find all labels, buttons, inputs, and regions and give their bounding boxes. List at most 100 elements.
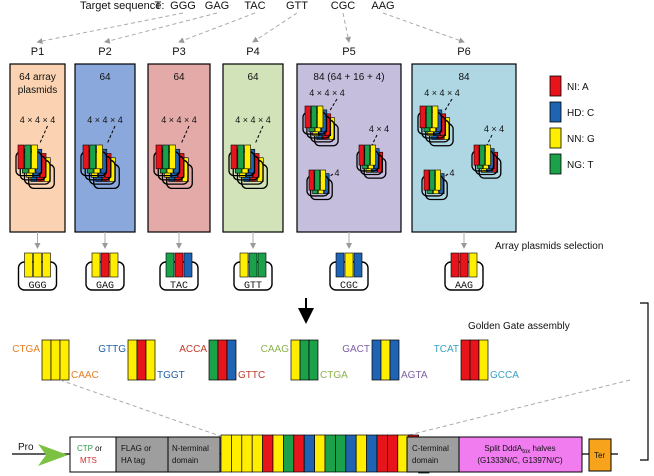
construct-repeat-bar bbox=[231, 434, 243, 473]
guide-line-right bbox=[404, 379, 631, 437]
construct-repeat-bar bbox=[324, 434, 336, 473]
overhang-right: GCCA bbox=[490, 370, 519, 381]
selected-repeat-bar bbox=[450, 252, 460, 278]
selected-repeat-bar bbox=[174, 252, 184, 278]
c-terminal-domain-label: domain bbox=[412, 456, 438, 465]
repeat-bar bbox=[244, 144, 251, 170]
target-arrow bbox=[36, 12, 184, 44]
right-bracket bbox=[640, 302, 649, 461]
panel-title: P6 bbox=[457, 46, 470, 58]
guide-line-left bbox=[59, 379, 221, 437]
overhang-left: TCAT bbox=[434, 344, 459, 355]
overhang-right: CAAC bbox=[71, 370, 99, 381]
combination-label: 4 × 4 × 4 bbox=[424, 88, 460, 98]
repeat-bar bbox=[432, 105, 439, 129]
assembly-repeat-bar bbox=[127, 339, 138, 381]
assembly-repeat-bar bbox=[50, 339, 61, 381]
split-dddatox-box bbox=[458, 436, 583, 473]
golden-gate-label: Golden Gate assembly bbox=[468, 321, 570, 332]
array-selection-label: Array plasmids selection bbox=[495, 241, 603, 252]
selected-codon: TAC bbox=[170, 281, 188, 292]
ctp-label: CTP bbox=[77, 444, 93, 453]
panel-title: P5 bbox=[342, 46, 355, 58]
terminator-box bbox=[588, 438, 612, 472]
repeat-bar bbox=[237, 144, 245, 170]
assembly-repeat-bar bbox=[290, 339, 301, 381]
selected-repeat-bar bbox=[165, 252, 175, 278]
target-codon: CGC bbox=[331, 0, 356, 12]
construct-repeat-bar bbox=[220, 434, 232, 473]
panel-count: 64 bbox=[99, 72, 111, 83]
repeat-bar bbox=[485, 144, 491, 166]
assembly-repeat-bar bbox=[371, 339, 382, 381]
panel-box bbox=[296, 63, 402, 233]
overhang-left: CAAG bbox=[261, 344, 290, 355]
legend-label: NN: G bbox=[567, 134, 595, 145]
selected-codon: GTT bbox=[244, 281, 262, 292]
c-terminal-label: C-terminal bbox=[412, 444, 449, 453]
promoter-label: Pro bbox=[18, 442, 34, 453]
selected-repeat-bar bbox=[109, 252, 119, 278]
repeat-bar bbox=[31, 144, 38, 170]
construct-repeat-bar bbox=[293, 434, 305, 473]
panel-box bbox=[411, 63, 517, 233]
repeat-bar bbox=[370, 144, 376, 166]
split-label-b: halves bbox=[530, 444, 555, 453]
n-terminal-label: N-terminal bbox=[172, 444, 209, 453]
split-dddatox-label: Split DddAtox halves bbox=[484, 444, 555, 455]
assembly-repeat-bar bbox=[59, 339, 70, 381]
combination-label: 4 × 4 bbox=[369, 124, 389, 134]
panel-count: 64 bbox=[173, 72, 185, 83]
overhang-right: CTGA bbox=[320, 370, 348, 381]
overhang-right: GTTC bbox=[238, 370, 265, 381]
construct-repeat-bar bbox=[387, 434, 399, 473]
panel-title: P1 bbox=[31, 46, 44, 58]
assembly-repeat-bar bbox=[389, 339, 400, 381]
repeat-bar bbox=[155, 144, 163, 170]
repeat-bar bbox=[89, 144, 97, 170]
selected-repeat-bar bbox=[335, 252, 345, 278]
legend-label: NI: A bbox=[567, 82, 589, 93]
assembly-repeat-bar bbox=[308, 339, 319, 381]
repeat-bar bbox=[162, 144, 170, 170]
combination-label: 4 bbox=[449, 168, 454, 178]
label-leader bbox=[106, 125, 116, 145]
target-codon: GTT bbox=[286, 0, 308, 12]
construct-repeat-bar bbox=[262, 434, 274, 473]
panel-count: 84 (64 + 16 + 4) bbox=[313, 72, 384, 83]
selected-repeat-bar bbox=[468, 252, 478, 278]
construct-repeat-bar bbox=[366, 434, 378, 473]
assembly-repeat-bar bbox=[226, 339, 237, 381]
combination-label: 4 × 4 × 4 bbox=[20, 115, 56, 125]
combination-label: 4 bbox=[334, 168, 339, 178]
legend-label: HD: C bbox=[567, 108, 594, 119]
combination-label: 4 × 4 × 4 bbox=[161, 115, 197, 125]
repeat-bar bbox=[358, 144, 365, 166]
legend-swatch bbox=[549, 101, 562, 123]
target-arrow bbox=[252, 12, 298, 43]
promoter-arrow-icon bbox=[38, 444, 68, 466]
construct-repeat-bar bbox=[241, 434, 253, 473]
panel-title: P4 bbox=[246, 46, 259, 58]
construct-repeat-bar bbox=[345, 434, 357, 473]
construct-repeat-bar bbox=[283, 434, 295, 473]
combination-label: 4 × 4 bbox=[484, 124, 504, 134]
target-arrow bbox=[382, 12, 465, 44]
overhang-left: ACCA bbox=[179, 344, 207, 355]
target-arrow bbox=[178, 12, 256, 44]
n-terminal-box bbox=[167, 436, 221, 473]
split-label-sub: tox bbox=[522, 449, 530, 455]
panel-count: 64 bbox=[247, 72, 259, 83]
overhang-right: TGGT bbox=[157, 370, 185, 381]
assembly-repeat-bar bbox=[460, 339, 471, 381]
assembly-repeat-bar bbox=[41, 339, 52, 381]
repeat-bar bbox=[479, 144, 486, 166]
target-arrow bbox=[104, 12, 218, 44]
repeat-bar bbox=[17, 144, 25, 170]
assembly-repeat-bar bbox=[136, 339, 147, 381]
construct-repeat-bar bbox=[314, 434, 326, 473]
selected-repeat-bar bbox=[42, 252, 51, 278]
